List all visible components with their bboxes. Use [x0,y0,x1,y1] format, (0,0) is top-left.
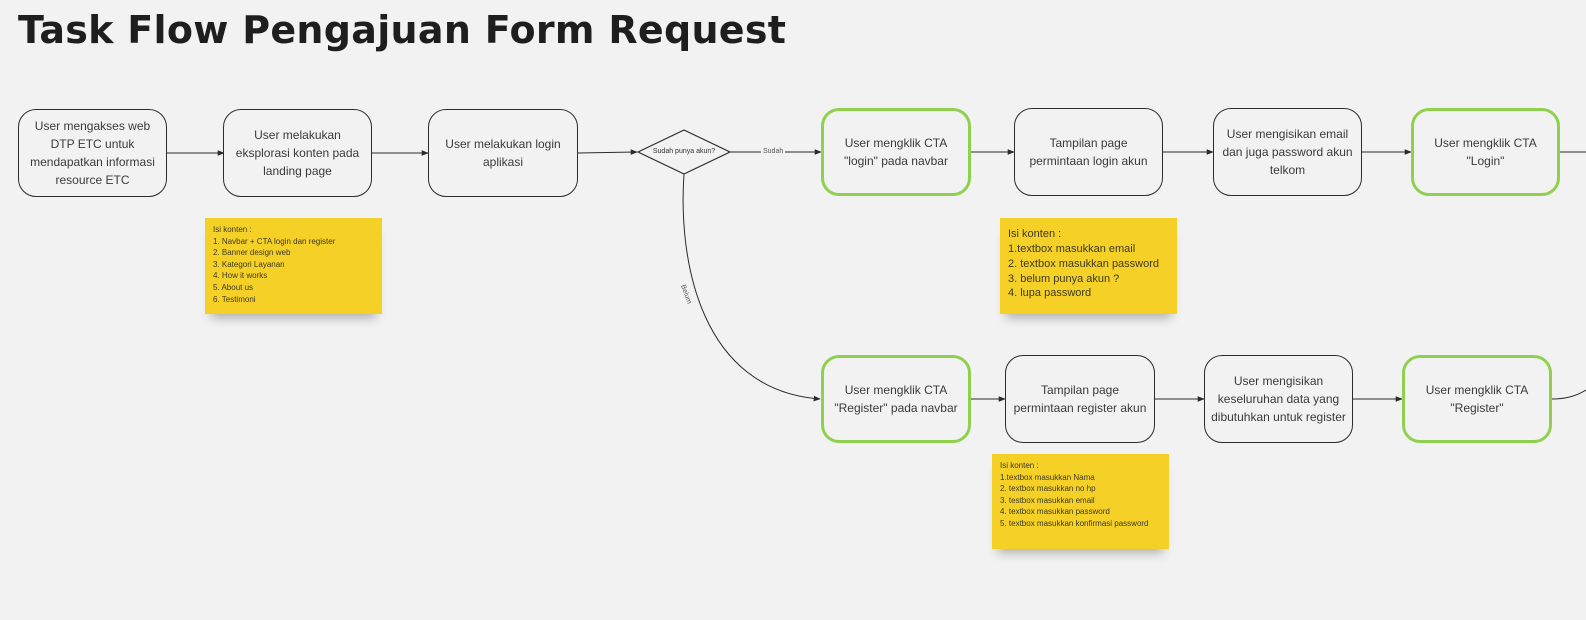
decision-diamond [636,129,732,175]
note-item: 5. textbox masukkan konfirmasi password [1000,518,1149,528]
note-item: 5. About us [213,282,254,292]
note-item: 4. textbox masukkan password [1000,507,1110,517]
node-explore-landing[interactable]: User melakukan eksplorasi konten pada la… [223,109,372,197]
note-item: 2. Banner design web [213,248,291,258]
arrow-decision-r1 [682,173,821,402]
note-item: 3. Kategori Layanan [213,259,285,269]
node-login-page[interactable]: Tampilan page permintaan login akun [1014,108,1163,196]
arrow-n3-decision [577,149,638,155]
note-item: 2. textbox masukkan no hp [1000,484,1096,494]
note-item: 6. Testimoni [213,294,256,304]
node-click-register-navbar[interactable]: User mengklik CTA "Register" pada navbar [821,355,971,443]
node-fill-register-data[interactable]: User mengisikan keseluruhan data yang di… [1204,355,1353,443]
note-heading: Isi konten : [213,225,252,234]
note-heading: Isi konten : [1000,461,1039,470]
edge-label-sudah: Sudah [761,148,786,155]
node-click-login-navbar[interactable]: User mengklik CTA "login" pada navbar [821,108,971,196]
note-item: 4. How it works [213,271,268,281]
note-item: 1.textbox masukkan Nama [1000,472,1095,482]
node-fill-email-password[interactable]: User mengisikan email dan juga password … [1213,108,1362,196]
sticky-note-landing[interactable]: Isi konten : 1. Navbar + CTA login dan r… [205,218,382,314]
decision-label: Sudah punya akun? [652,148,716,156]
sticky-note-login[interactable]: Isi konten : 1.textbox masukkan email 2.… [1000,218,1177,314]
note-item: 1. Navbar + CTA login dan register [213,236,336,246]
arrow-r4-out [1551,389,1586,400]
note-item: 2. textbox masukkan password [1008,257,1160,270]
node-click-register-cta[interactable]: User mengklik CTA "Register" [1402,355,1552,443]
sticky-note-register[interactable]: Isi konten : 1.textbox masukkan Nama 2. … [992,454,1169,549]
note-item: 4. lupa password [1008,287,1092,300]
node-register-page[interactable]: Tampilan page permintaan register akun [1005,355,1155,443]
node-login-app[interactable]: User melakukan login aplikasi [428,109,578,197]
note-heading: Isi konten : [1008,228,1062,240]
page-title: Task Flow Pengajuan Form Request [18,8,787,52]
node-click-login-cta[interactable]: User mengklik CTA "Login" [1411,108,1560,196]
node-access-web[interactable]: User mengakses web DTP ETC untuk mendapa… [18,109,167,197]
note-item: 3. belum punya akun ? [1008,272,1120,285]
note-item: 1.textbox masukkan email [1008,242,1136,255]
note-item: 3. testbox masukkan email [1000,495,1095,505]
